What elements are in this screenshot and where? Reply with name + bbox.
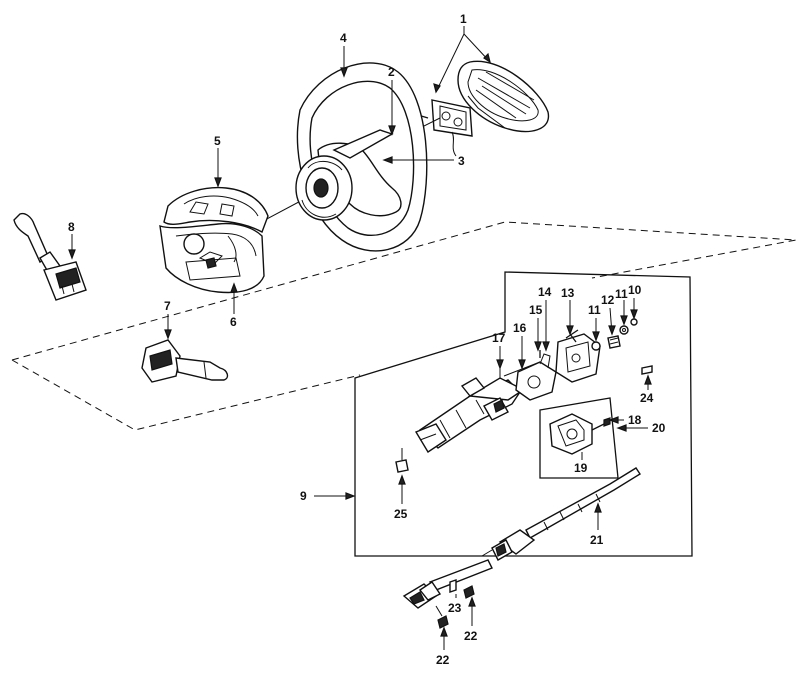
callout-22b: 22 xyxy=(464,629,478,643)
steering-wheel xyxy=(295,62,428,252)
callout-22a: 22 xyxy=(436,653,450,667)
column-group-box xyxy=(354,271,693,557)
combination-switch-right xyxy=(141,339,229,383)
small-hardware xyxy=(591,318,638,351)
callout-12: 12 xyxy=(601,293,615,307)
bolt-22-lower xyxy=(435,605,449,629)
callout-5: 5 xyxy=(214,134,221,148)
callout-15: 15 xyxy=(529,303,543,317)
callout-14: 14 xyxy=(538,285,552,299)
callout-8: 8 xyxy=(68,220,75,234)
callout-3: 3 xyxy=(458,154,465,168)
callout-21: 21 xyxy=(590,533,604,547)
combination-switch-left xyxy=(13,212,87,301)
dashed-frame xyxy=(11,221,797,431)
callout-labels: 1 2 3 4 5 6 7 8 9 10 11 11 12 13 14 15 1… xyxy=(68,12,666,667)
bolt-23 xyxy=(449,579,457,593)
horn-pad-cover xyxy=(457,60,550,133)
intermediate-shaft xyxy=(481,467,641,561)
callout-18: 18 xyxy=(628,413,642,427)
horn-switch-plate xyxy=(431,99,473,157)
callout-1: 1 xyxy=(460,12,467,26)
callout-19: 19 xyxy=(574,461,588,475)
bolt-25 xyxy=(395,448,409,473)
callout-13: 13 xyxy=(561,286,575,300)
callout-11b: 11 xyxy=(615,287,628,301)
callout-10: 10 xyxy=(628,283,642,297)
key-cylinder xyxy=(549,413,611,455)
callout-23: 23 xyxy=(448,601,462,615)
lower-universal-joint xyxy=(402,559,493,609)
callout-16: 16 xyxy=(513,321,527,335)
callout-4: 4 xyxy=(340,31,347,45)
screw-24 xyxy=(641,365,653,375)
bolt-22-upper xyxy=(463,585,475,599)
upper-column-cover xyxy=(163,186,269,234)
callout-20: 20 xyxy=(652,421,666,435)
callout-9: 9 xyxy=(300,489,307,503)
lower-column-cover xyxy=(159,222,265,294)
callout-6: 6 xyxy=(230,315,237,329)
arrowheads xyxy=(68,52,652,637)
callout-2: 2 xyxy=(388,65,395,79)
callout-24: 24 xyxy=(640,391,654,405)
callout-25: 25 xyxy=(394,507,408,521)
callout-7: 7 xyxy=(164,299,171,313)
lock-housing xyxy=(515,353,557,401)
callout-11a: 11 xyxy=(588,303,601,317)
callout-17: 17 xyxy=(492,331,506,345)
ignition-switch xyxy=(555,329,601,383)
